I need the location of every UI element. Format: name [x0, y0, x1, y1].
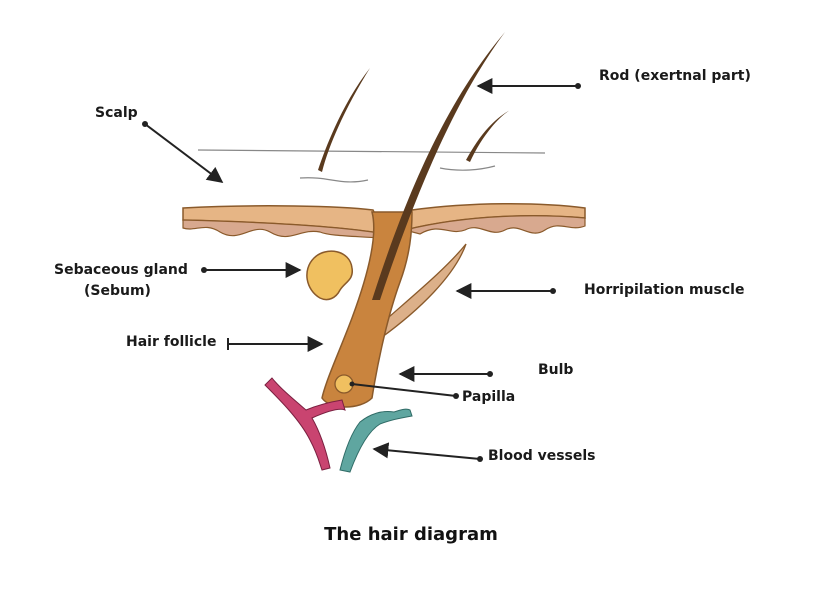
- blood-vessel-red: [264, 377, 346, 471]
- pointer-dots: [142, 83, 581, 462]
- hairs: [318, 32, 510, 300]
- label-sebum: (Sebum): [84, 283, 151, 299]
- arrow-papilla: [351, 383, 457, 397]
- scalp-surface: [197, 149, 546, 183]
- arrow-scalp: [144, 123, 224, 183]
- label-rod: Rod (exertnal part): [599, 68, 751, 84]
- label-sebaceous-gland: Sebaceous gland: [54, 262, 188, 278]
- label-scalp: Scalp: [95, 105, 138, 121]
- label-bulb: Bulb: [538, 362, 574, 378]
- sebaceous-gland: [306, 250, 354, 301]
- label-papilla: Papilla: [462, 389, 516, 405]
- label-horripilation-muscle: Horripilation muscle: [584, 282, 745, 298]
- label-hair-follicle: Hair follicle: [126, 334, 217, 350]
- pointer-arrows: [144, 78, 578, 460]
- label-blood-vessels: Blood vessels: [488, 448, 596, 464]
- arrow-blood-vessels: [372, 442, 481, 460]
- blood-vessel-teal: [339, 408, 413, 473]
- skin-layer: [182, 202, 586, 239]
- diagram-caption: The hair diagram: [324, 524, 498, 545]
